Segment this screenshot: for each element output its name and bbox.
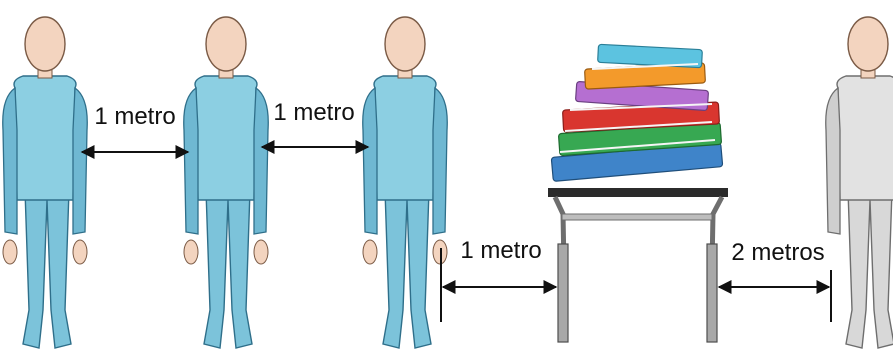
distance-marker-4: 2 metros — [719, 239, 831, 322]
distance-label-4: 2 metros — [731, 239, 824, 266]
teacher-person-icon — [826, 17, 893, 348]
books-icon — [551, 44, 722, 181]
distance-marker-3: 1 metro — [441, 237, 556, 322]
student-2-person-icon — [184, 17, 269, 348]
distance-marker-2: 1 metro — [262, 99, 368, 147]
table-icon — [548, 188, 728, 342]
distance-label-1: 1 metro — [94, 103, 175, 130]
distance-label-3: 1 metro — [460, 237, 541, 264]
distance-marker-1: 1 metro — [82, 103, 188, 152]
student-1-person-icon — [3, 17, 88, 348]
student-3-person-icon — [363, 17, 448, 348]
distance-label-2: 1 metro — [273, 99, 354, 126]
